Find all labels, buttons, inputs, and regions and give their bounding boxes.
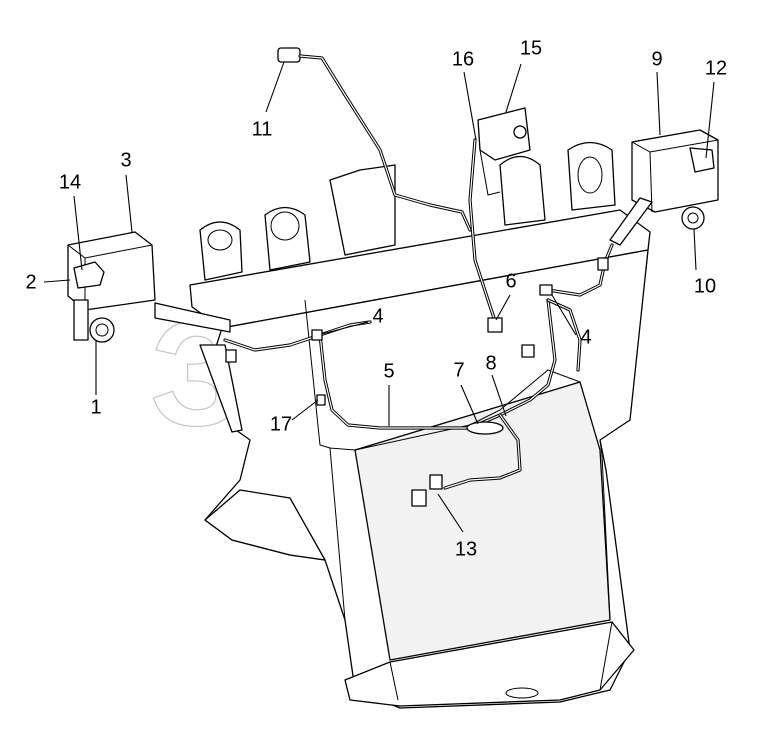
connector-13a — [411, 489, 427, 507]
right-beacon — [681, 206, 705, 230]
leader-10 — [693, 228, 697, 271]
right-arm — [609, 197, 653, 246]
right-light-assembly — [609, 129, 719, 246]
center-light-assembly — [477, 107, 531, 196]
left-flange — [204, 489, 326, 561]
callout-3: 3 — [120, 149, 131, 171]
callout-7: 7 — [453, 359, 464, 381]
lug-1 — [199, 221, 243, 281]
callout-16: 16 — [452, 48, 474, 70]
callout-9: 9 — [651, 48, 662, 70]
callout-13: 13 — [455, 538, 477, 560]
leader-17 — [291, 399, 319, 421]
inner-panel — [354, 381, 611, 661]
callout-17: 17 — [270, 413, 292, 435]
left-light-housing — [67, 231, 156, 311]
floor-grommet — [505, 687, 539, 699]
connector-right — [597, 257, 609, 271]
callout-5: 5 — [383, 360, 394, 382]
leader-14 — [73, 195, 83, 271]
leader-lines — [43, 61, 715, 533]
left-strip — [199, 344, 243, 433]
sensor-11 — [277, 47, 472, 232]
callout-6: 6 — [505, 270, 516, 292]
callout-4a: 4 — [372, 305, 383, 327]
callout-8: 8 — [485, 352, 496, 374]
callout-4b: 4 — [580, 326, 591, 348]
lug-2 — [264, 206, 311, 271]
wire-harness — [223, 138, 614, 507]
cab-frame — [189, 209, 651, 709]
callout-11: 11 — [252, 118, 273, 140]
callout-12: 12 — [705, 57, 727, 79]
lug-5 — [567, 141, 616, 211]
leader-12 — [705, 81, 715, 159]
leader-13 — [437, 493, 464, 533]
leader-15 — [505, 63, 522, 113]
leader-9 — [656, 71, 661, 136]
callout-1: 1 — [90, 396, 101, 418]
left-bracket — [73, 299, 89, 341]
beam-lugs — [199, 141, 616, 281]
leader-16 — [463, 71, 477, 141]
left-light-assembly — [67, 231, 231, 343]
left-arm — [154, 302, 231, 333]
leader-7 — [460, 384, 479, 425]
center-light-housing — [477, 107, 531, 161]
callouts: 1 2 3 4 4 5 6 7 8 9 10 11 12 13 14 15 16… — [25, 37, 727, 560]
right-light-lens — [689, 147, 715, 173]
callout-10: 10 — [694, 275, 716, 297]
leader-8 — [491, 374, 507, 417]
connector-6 — [487, 317, 503, 333]
center-light-lens — [513, 125, 527, 139]
leader-4a — [321, 321, 369, 335]
leader-4b — [551, 294, 577, 336]
callout-2: 2 — [25, 271, 36, 293]
connector-13b — [429, 474, 443, 490]
lug-4 — [499, 155, 546, 226]
leader-2 — [43, 279, 71, 283]
leader-11 — [265, 61, 285, 113]
connector-left — [225, 349, 237, 363]
connector-17 — [316, 394, 326, 406]
callout-15: 15 — [520, 37, 542, 59]
connector-4a — [311, 329, 323, 341]
callout-14: 14 — [59, 171, 81, 193]
left-beacon — [89, 317, 115, 343]
leader-6 — [495, 294, 511, 321]
connector-8 — [521, 344, 535, 358]
connector-4b — [539, 284, 553, 296]
lug-3 — [329, 164, 396, 256]
grommet-7 — [466, 421, 504, 435]
leader-3 — [125, 174, 133, 233]
sensor-body — [277, 47, 301, 63]
